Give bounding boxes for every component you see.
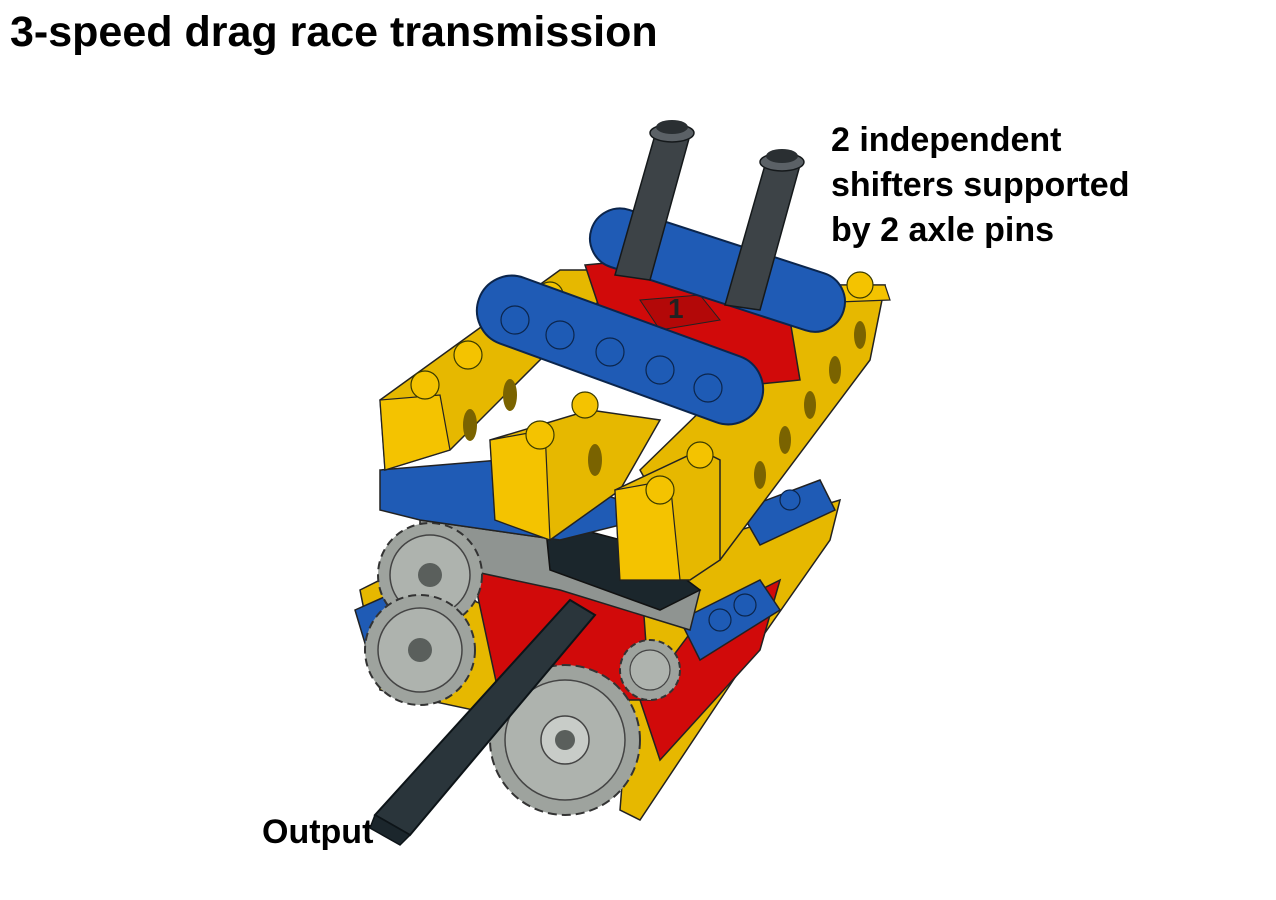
gear-left-middle [364,594,476,706]
output-label: Output [262,813,374,851]
shifter-annotation: 2 independent shifters supported by 2 ax… [831,118,1129,253]
annotation-line-2: shifters supported [831,166,1130,204]
gear-right-small [619,639,681,701]
shifter-left-axle [614,120,695,281]
gear-label-1: 1 [668,293,684,324]
annotation-line-3: by 2 axle pins [831,211,1054,249]
shifter-right-axle [724,149,805,311]
page-title: 3-speed drag race transmission [10,8,658,56]
gear-output-large [489,664,641,816]
annotation-line-1: 2 independent [831,121,1062,159]
